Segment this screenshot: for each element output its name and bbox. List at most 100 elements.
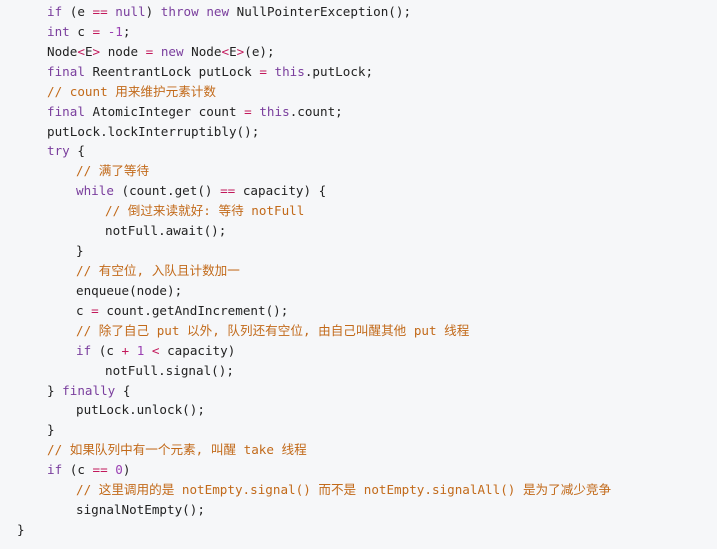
code-text-token: AtomicInteger count (84, 103, 245, 119)
code-line: signalNotEmpty(); (0, 500, 717, 520)
code-text-token: count.getAndIncrement(); (98, 302, 289, 318)
code-text-token: ) (145, 4, 161, 19)
operator-token: = (244, 103, 252, 119)
code-block: if (e == null) throw new NullPointerExce… (0, 2, 717, 540)
comment-token: // 有空位, 入队且计数加一 (76, 262, 240, 278)
code-text-token (100, 24, 108, 39)
code-line: } (0, 241, 717, 261)
code-text-token: (count.get() (113, 183, 221, 199)
code-text-token: notFull.signal(); (105, 362, 234, 378)
code-text-token (144, 343, 152, 358)
code-line: enqueue(node); (0, 281, 717, 301)
code-text-token: c (76, 302, 92, 318)
code-text-token: Node (47, 43, 78, 59)
keyword-token: this (274, 63, 305, 79)
operator-token: = (92, 23, 101, 39)
code-text-token (153, 44, 161, 59)
code-text-token: c (69, 23, 93, 39)
keyword-token: this (259, 103, 290, 119)
comment-token: // 这里调用的是 notEmpty.signal() 而不是 notEmpty… (76, 482, 612, 498)
code-line: if (e == null) throw new NullPointerExce… (0, 2, 717, 22)
code-text-token (129, 343, 137, 358)
code-text-token: } (47, 382, 63, 398)
code-text-token: signalNotEmpty(); (76, 502, 205, 518)
code-line: } (0, 420, 717, 440)
comment-token: // 如果队列中有一个元素, 叫醒 take 线程 (47, 442, 307, 458)
code-text-token: node (100, 43, 146, 59)
code-line: try { (0, 141, 717, 161)
keyword-token: finally (62, 382, 116, 398)
operator-token: = (259, 63, 267, 79)
comment-token: // count 用来维护元素计数 (47, 83, 216, 99)
code-text-token (267, 64, 275, 79)
code-line: if (c == 0) (0, 460, 717, 480)
code-text-token: .putLock; (304, 63, 374, 79)
keyword-token: if (76, 342, 92, 358)
keyword-token: throw (160, 4, 199, 19)
code-text-token: capacity) { (235, 183, 327, 199)
keyword-token: while (76, 183, 114, 199)
code-line: // count 用来维护元素计数 (0, 82, 717, 102)
comment-token: // 倒过来读就好: 等待 notFull (105, 203, 305, 219)
code-text-token: notFull.await(); (105, 223, 227, 239)
code-line: Node<E> node = new Node<E>(e); (0, 42, 717, 62)
code-line: notFull.await(); (0, 221, 717, 241)
code-line: // 有空位, 入队且计数加一 (0, 261, 717, 281)
code-text-token: NullPointerException(); (229, 4, 412, 19)
code-line: // 这里调用的是 notEmpty.signal() 而不是 notEmpty… (0, 480, 717, 500)
code-text-token: { (69, 143, 85, 159)
keyword-token: null (115, 4, 146, 19)
operator-token: == (92, 462, 108, 478)
code-line: } (0, 520, 717, 540)
operator-token: + (121, 342, 130, 358)
keyword-token: int (47, 23, 70, 39)
code-line: final ReentrantLock putLock = this.putLo… (0, 62, 717, 82)
code-text-token: ReentrantLock putLock (84, 63, 260, 79)
operator-token: == (92, 4, 108, 19)
code-line: // 满了等待 (0, 161, 717, 181)
keyword-token: try (47, 143, 70, 159)
keyword-token: final (47, 63, 85, 79)
keyword-token: new (206, 4, 230, 19)
code-text-token: capacity) (159, 342, 236, 358)
operator-token: < (151, 342, 160, 358)
code-line: while (count.get() == capacity) { (0, 181, 717, 201)
operator-token: = (91, 302, 99, 318)
code-text-token: { (115, 382, 131, 398)
code-line: final AtomicInteger count = this.count; (0, 102, 717, 122)
code-text-token: .count; (289, 103, 343, 119)
code-text-token: } (76, 243, 84, 259)
keyword-token: final (47, 103, 85, 119)
operator-token: < (221, 43, 230, 59)
comment-token: // 除了自己 put 以外, 队列还有空位, 由自己叫醒其他 put 线程 (76, 322, 470, 338)
operator-token: = (145, 43, 154, 59)
operator-token: == (220, 183, 236, 199)
keyword-token: if (47, 462, 63, 478)
code-text-token: putLock.unlock(); (76, 402, 205, 418)
number-literal-token: 0 (115, 462, 123, 478)
code-line: if (c + 1 < capacity) (0, 341, 717, 361)
code-text-token: putLock.lockInterruptibly(); (47, 123, 260, 139)
operator-token: > (236, 43, 245, 59)
code-text-token: } (47, 422, 55, 438)
code-text-token: } (17, 521, 25, 537)
operator-token: < (77, 43, 85, 59)
code-line: } finally { (0, 381, 717, 401)
code-text-token: (e); (244, 43, 275, 59)
code-line: c = count.getAndIncrement(); (0, 301, 717, 321)
keyword-token: if (47, 4, 63, 19)
keyword-token: new (160, 43, 184, 59)
comment-token: // 满了等待 (76, 163, 150, 179)
code-line: // 除了自己 put 以外, 队列还有空位, 由自己叫醒其他 put 线程 (0, 321, 717, 341)
code-text-token: ; (122, 23, 131, 39)
code-line: notFull.signal(); (0, 361, 717, 381)
code-text-token: Node (183, 43, 222, 59)
code-line: // 倒过来读就好: 等待 notFull (0, 201, 717, 221)
code-text-token: enqueue(node); (76, 282, 183, 298)
code-text-token: ) (122, 462, 131, 478)
number-literal-token: -1 (107, 23, 123, 39)
code-line: putLock.unlock(); (0, 400, 717, 420)
operator-token: > (92, 43, 101, 59)
code-text-token: E (229, 43, 237, 59)
